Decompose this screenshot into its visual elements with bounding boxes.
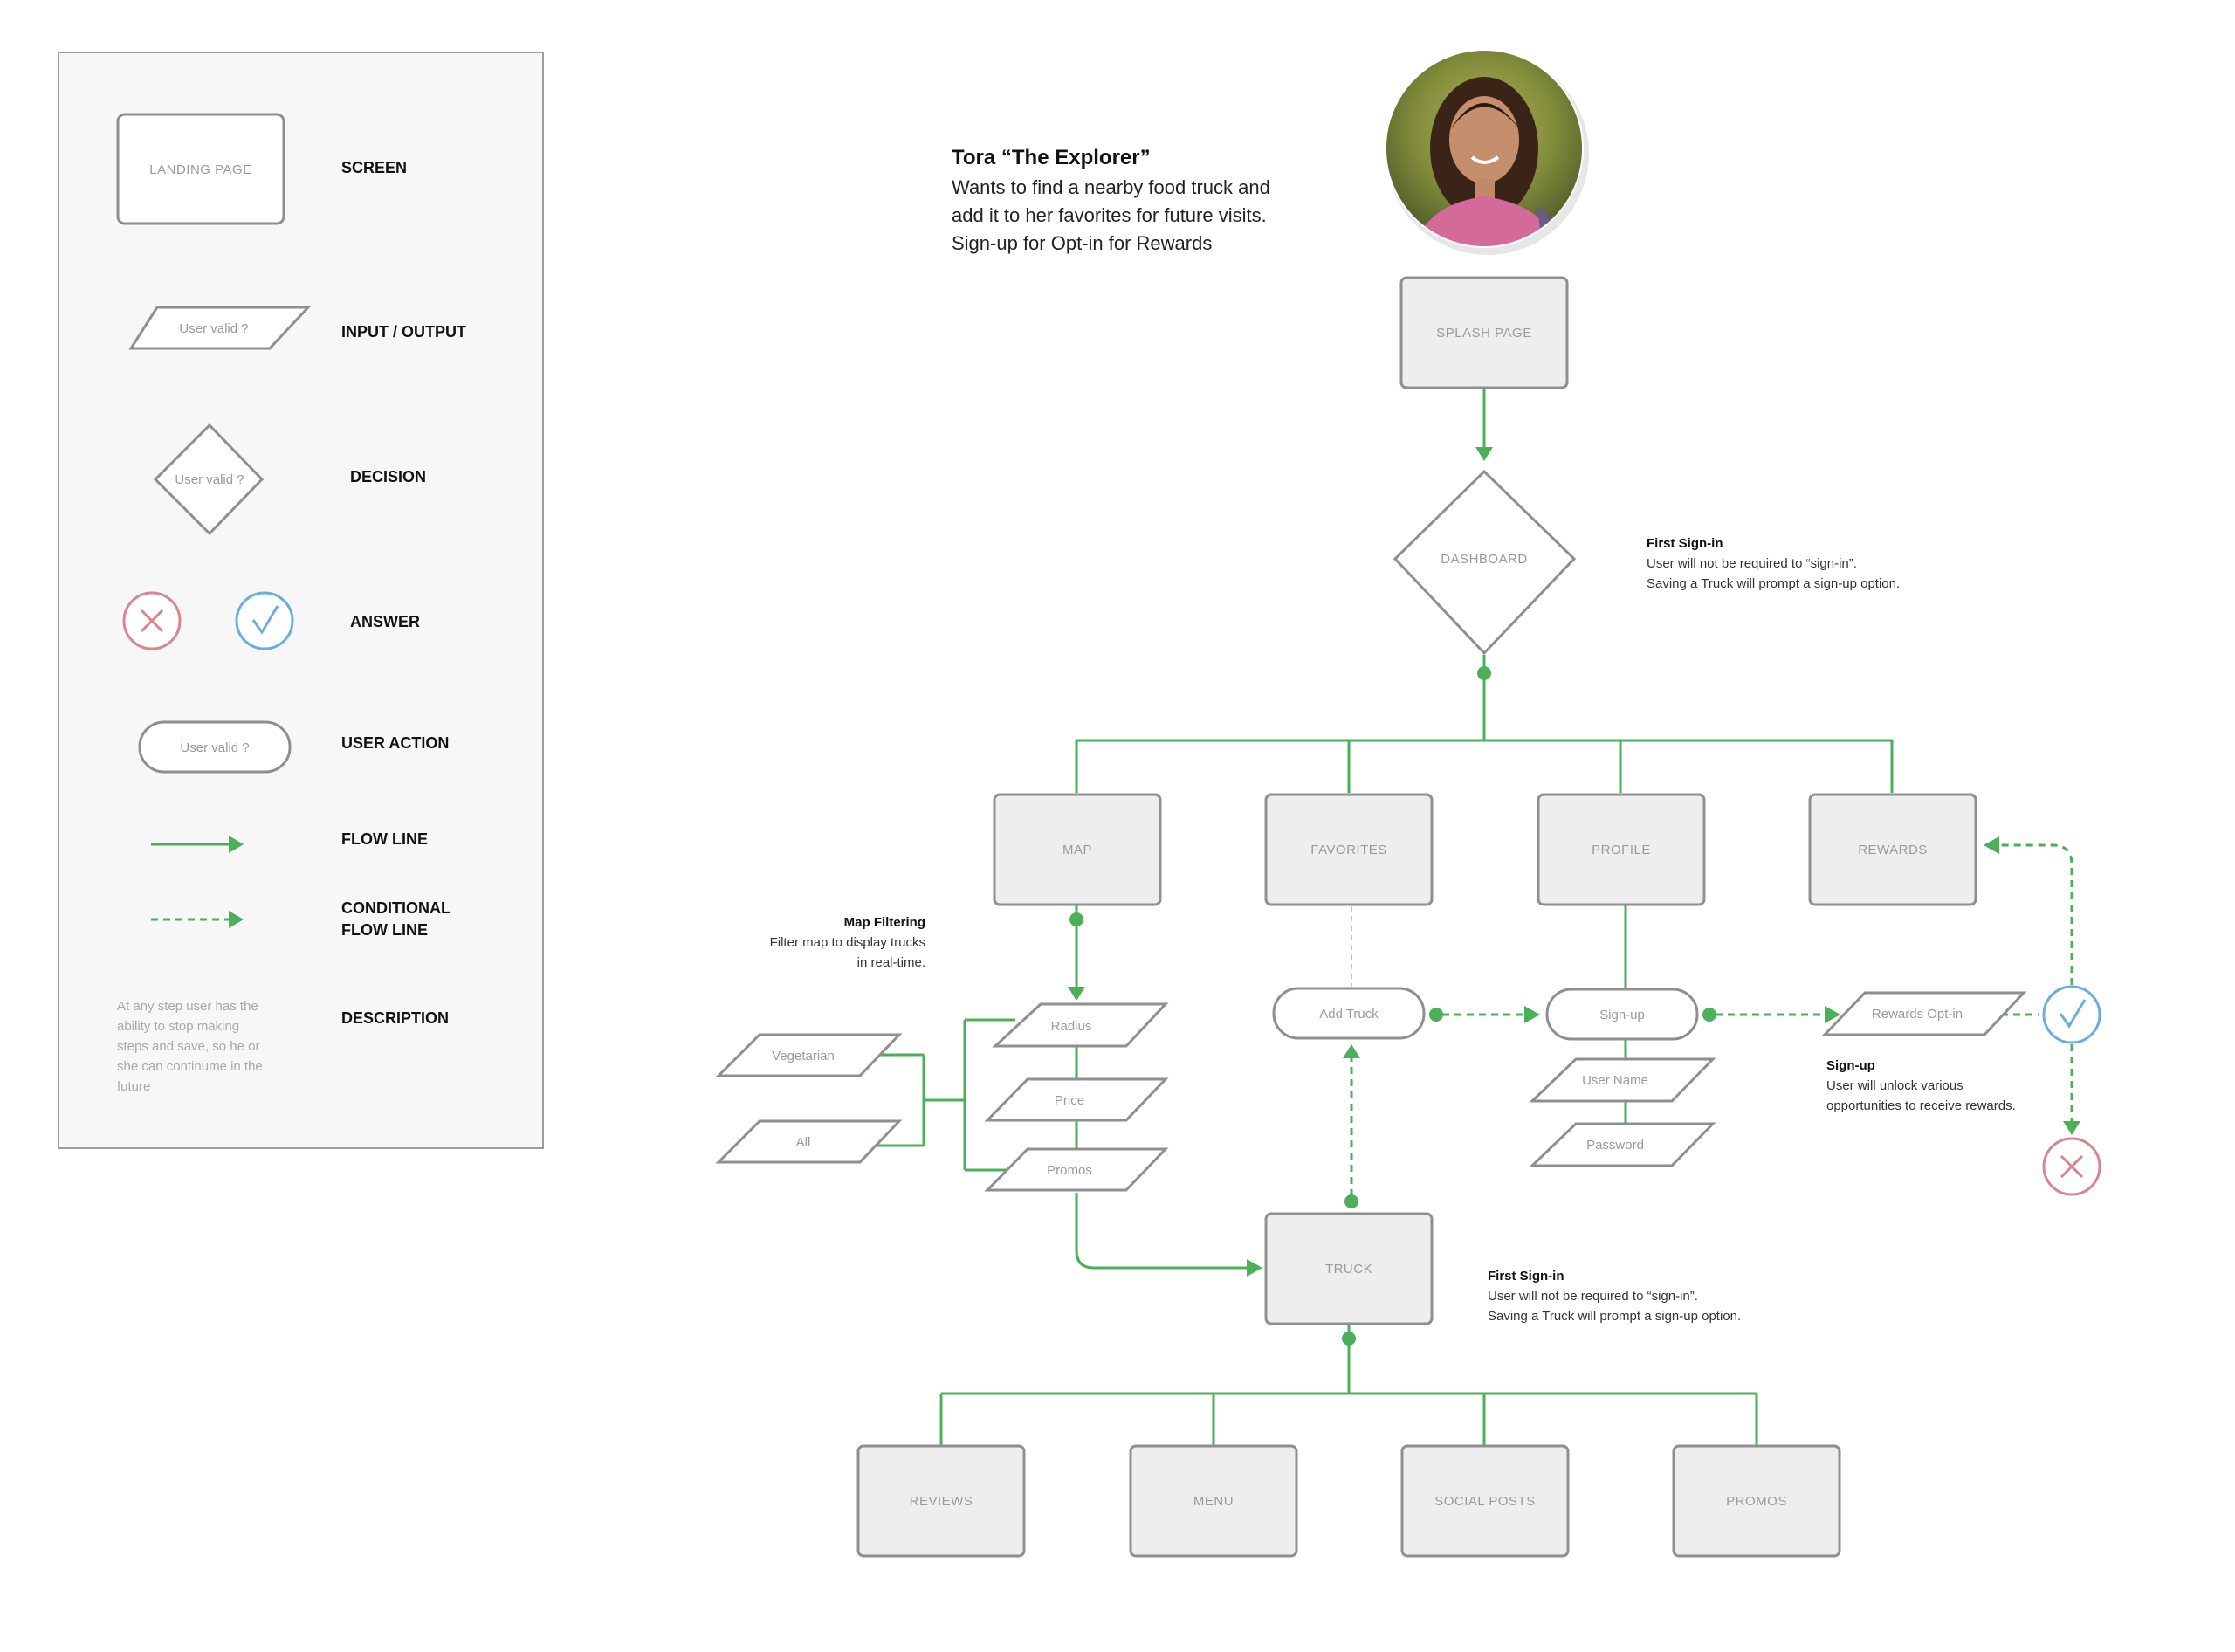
input-all-label: All	[796, 1135, 811, 1150]
note-line: User will not be required to “sign-in”.	[1647, 556, 1857, 571]
input-vegetarian-label: Vegetarian	[772, 1049, 835, 1063]
legend-desc-line: future	[117, 1079, 150, 1094]
input-user-name-label: User Name	[1582, 1073, 1648, 1088]
persona-line: Sign-up for Opt-in for Rewards	[952, 232, 1212, 254]
legend-io-label: INPUT / OUTPUT	[341, 323, 466, 341]
screen-reviews-label: REVIEWS	[910, 1494, 973, 1509]
screen-social-posts[interactable]: SOCIAL POSTS	[1400, 1444, 1570, 1558]
no-answer-icon	[122, 591, 182, 650]
screen-menu-label: MENU	[1193, 1494, 1234, 1509]
note-title: First Sign-in	[1488, 1269, 1564, 1284]
legend-panel: LANDING PAGE SCREEN User valid ? INPUT /…	[58, 52, 544, 1149]
note-line: Filter map to display trucks	[770, 935, 925, 950]
screen-profile-label: PROFILE	[1592, 843, 1651, 857]
input-rewards-optin-label: Rewards Opt-in	[1872, 1007, 1963, 1022]
input-promos-label: Promos	[1047, 1163, 1092, 1178]
legend-decision-label: DECISION	[350, 468, 426, 485]
input-radius[interactable]: Radius	[992, 1002, 1169, 1048]
input-radius-label: Radius	[1051, 1019, 1092, 1034]
note-signup: Sign-up User will unlock various opportu…	[1826, 1058, 2016, 1113]
legend-action-label: USER ACTION	[341, 734, 449, 752]
screen-truck[interactable]: TRUCK	[1264, 1212, 1434, 1325]
legend-flow-label: FLOW LINE	[341, 830, 428, 848]
screen-splash[interactable]: SPLASH PAGE	[1399, 276, 1569, 389]
legend-flow-line	[151, 836, 244, 853]
legend-io-sample: User valid ?	[179, 321, 248, 336]
flow-lines	[858, 389, 2080, 1446]
legend-action-shape	[138, 720, 292, 774]
screen-favorites-label: FAVORITES	[1310, 843, 1387, 857]
action-sign-up-label: Sign-up	[1599, 1008, 1645, 1022]
legend-cond-label-1: CONDITIONAL	[341, 899, 450, 917]
screen-map[interactable]: MAP	[993, 793, 1162, 906]
screen-reviews[interactable]: REVIEWS	[856, 1444, 1026, 1558]
note-first-signin-truck: First Sign-in User will not be required …	[1488, 1269, 1741, 1324]
screen-rewards[interactable]: REWARDS	[1808, 793, 1977, 906]
legend-desc-label: DESCRIPTION	[341, 1009, 449, 1027]
note-line: opportunities to receive rewards.	[1826, 1098, 2016, 1113]
screen-truck-label: TRUCK	[1325, 1262, 1372, 1277]
note-line: User will not be required to “sign-in”.	[1488, 1289, 1698, 1304]
screen-social-posts-label: SOCIAL POSTS	[1434, 1494, 1535, 1509]
input-password[interactable]: Password	[1529, 1122, 1716, 1167]
input-promos[interactable]: Promos	[984, 1147, 1169, 1192]
legend-action-sample: User valid ?	[180, 740, 249, 755]
note-title: Map Filtering	[844, 915, 925, 930]
action-add-truck[interactable]: Add Truck	[1272, 987, 1426, 1040]
persona-name: Tora “The Explorer”	[952, 146, 1151, 169]
persona-line: add it to her favorites for future visit…	[952, 204, 1267, 226]
legend-decision-shape	[153, 423, 265, 536]
legend-conditional-flow-line	[151, 911, 244, 928]
action-sign-up[interactable]: Sign-up	[1545, 988, 1699, 1041]
legend-screen-label: SCREEN	[341, 159, 407, 176]
yes-answer-icon[interactable]	[2042, 985, 2101, 1044]
persona: Tora “The Explorer” Wants to find a near…	[952, 49, 1589, 255]
note-line: in real-time.	[857, 955, 925, 970]
input-password-label: Password	[1586, 1138, 1644, 1153]
note-first-signin-dashboard: First Sign-in User will not be required …	[1647, 536, 1900, 591]
screen-map-label: MAP	[1062, 843, 1092, 857]
input-price[interactable]: Price	[984, 1077, 1169, 1122]
legend-screen-shape	[116, 113, 285, 225]
input-rewards-optin[interactable]: Rewards Opt-in	[1821, 991, 2027, 1036]
legend-answer-label: ANSWER	[350, 613, 420, 630]
note-line: Saving a Truck will prompt a sign-up opt…	[1647, 576, 1900, 591]
decision-dashboard[interactable]: DASHBOARD	[1393, 469, 1577, 656]
note-line: User will unlock various	[1826, 1078, 1963, 1093]
legend-desc-line: At any step user has the	[117, 999, 258, 1014]
screen-promos[interactable]: PROMOS	[1672, 1444, 1841, 1558]
note-title: First Sign-in	[1647, 536, 1723, 551]
legend-io-shape	[128, 306, 312, 350]
yes-answer-icon	[235, 591, 294, 650]
input-price-label: Price	[1055, 1093, 1084, 1108]
note-map-filtering: Map Filtering Filter map to display truc…	[770, 915, 925, 970]
persona-line: Wants to find a nearby food truck and	[952, 176, 1270, 198]
input-vegetarian[interactable]: Vegetarian	[715, 1033, 903, 1077]
input-user-name[interactable]: User Name	[1529, 1057, 1716, 1103]
screen-profile[interactable]: PROFILE	[1537, 793, 1706, 906]
note-title: Sign-up	[1826, 1058, 1875, 1073]
persona-avatar	[1385, 49, 1589, 255]
legend-desc-line: ability to stop making	[117, 1019, 239, 1034]
screen-favorites[interactable]: FAVORITES	[1264, 793, 1434, 906]
legend-desc-line: she can continume in the	[117, 1059, 263, 1074]
dashboard-label: DASHBOARD	[1441, 552, 1528, 567]
note-line: Saving a Truck will prompt a sign-up opt…	[1488, 1309, 1741, 1324]
legend-decision-sample: User valid ?	[175, 472, 244, 487]
input-all[interactable]: All	[715, 1119, 903, 1164]
legend-screen-sample: LANDING PAGE	[149, 162, 251, 177]
legend-cond-label-2: FLOW LINE	[341, 921, 428, 939]
screen-menu[interactable]: MENU	[1129, 1444, 1298, 1558]
screen-splash-label: SPLASH PAGE	[1436, 326, 1531, 341]
legend-desc-line: steps and save, so he or	[117, 1039, 259, 1054]
screen-promos-label: PROMOS	[1726, 1494, 1787, 1509]
no-answer-icon[interactable]	[2042, 1137, 2101, 1196]
screen-rewards-label: REWARDS	[1858, 843, 1928, 857]
action-add-truck-label: Add Truck	[1319, 1007, 1379, 1022]
